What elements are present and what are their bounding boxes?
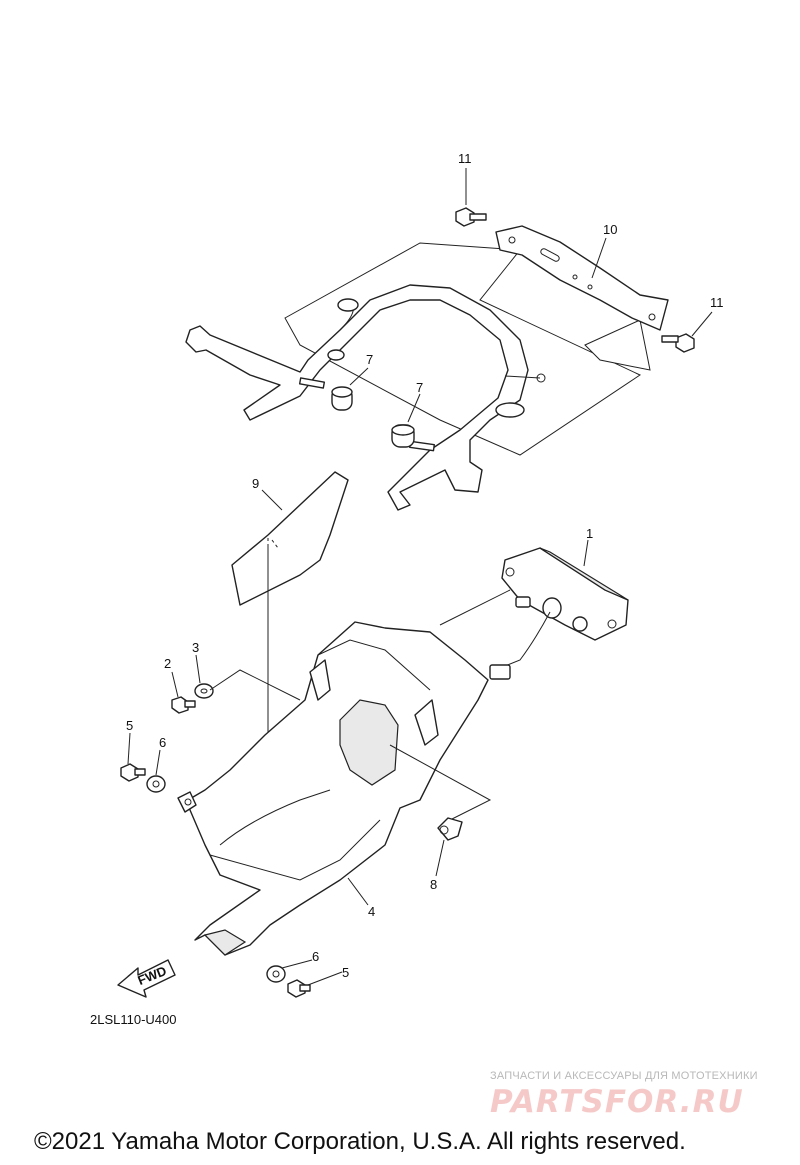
part-3-washer — [194, 683, 214, 699]
callout-10: 10 — [603, 222, 617, 237]
grab-bar-group-panel — [284, 242, 642, 456]
watermark-tagline: ЗАПЧАСТИ И АКСЕССУАРЫ ДЛЯ МОТОТЕХНИКИ — [490, 1070, 758, 1082]
callout-5-lower: 5 — [342, 965, 349, 980]
part-7-grommet-left — [331, 386, 353, 411]
callout-6-upper: 6 — [159, 735, 166, 750]
part-6-collar-upper — [146, 775, 166, 793]
grab-bar-right-panel — [584, 319, 651, 371]
part-11-bolt-right — [661, 333, 695, 353]
part-11-bolt-top — [455, 207, 487, 227]
fwd-arrow-icon: FWD — [117, 959, 176, 998]
callout-7-left: 7 — [366, 352, 373, 367]
callout-3: 3 — [192, 640, 199, 655]
callout-6-lower: 6 — [312, 949, 319, 964]
part-1-tail-light — [489, 547, 629, 680]
callout-5-upper: 5 — [126, 718, 133, 733]
leader-4 — [347, 877, 369, 906]
leader-2-3 — [209, 669, 301, 701]
part-2-screw — [171, 696, 196, 714]
grab-bar-frame — [185, 284, 546, 511]
leader-8 — [389, 744, 492, 821]
leader-1-fender — [439, 589, 511, 626]
callout-4: 4 — [368, 904, 375, 919]
part-4-rear-fender — [177, 621, 489, 956]
part-6-collar-lower — [266, 965, 286, 983]
copyright-notice: ©2021 Yamaha Motor Corporation, U.S.A. A… — [34, 1128, 686, 1155]
callout-2: 2 — [164, 656, 171, 671]
callout-11-top: 11 — [458, 151, 472, 166]
diagram-code: 2LSL110-U400 — [90, 1012, 177, 1027]
callout-9: 9 — [252, 476, 259, 491]
callout-7-right: 7 — [416, 380, 423, 395]
callout-8: 8 — [430, 877, 437, 892]
part-5-bolt-lower — [287, 979, 311, 998]
watermark-logo: PARTSFOR.RU — [490, 1084, 744, 1120]
callout-11-right: 11 — [710, 295, 724, 310]
part-5-bolt-upper — [120, 763, 146, 782]
part-10-bracket — [495, 225, 669, 331]
part-7-grommet-right — [391, 424, 415, 448]
part-9-seal — [231, 471, 349, 606]
callout-1: 1 — [586, 526, 593, 541]
part-8-clip — [437, 817, 463, 841]
